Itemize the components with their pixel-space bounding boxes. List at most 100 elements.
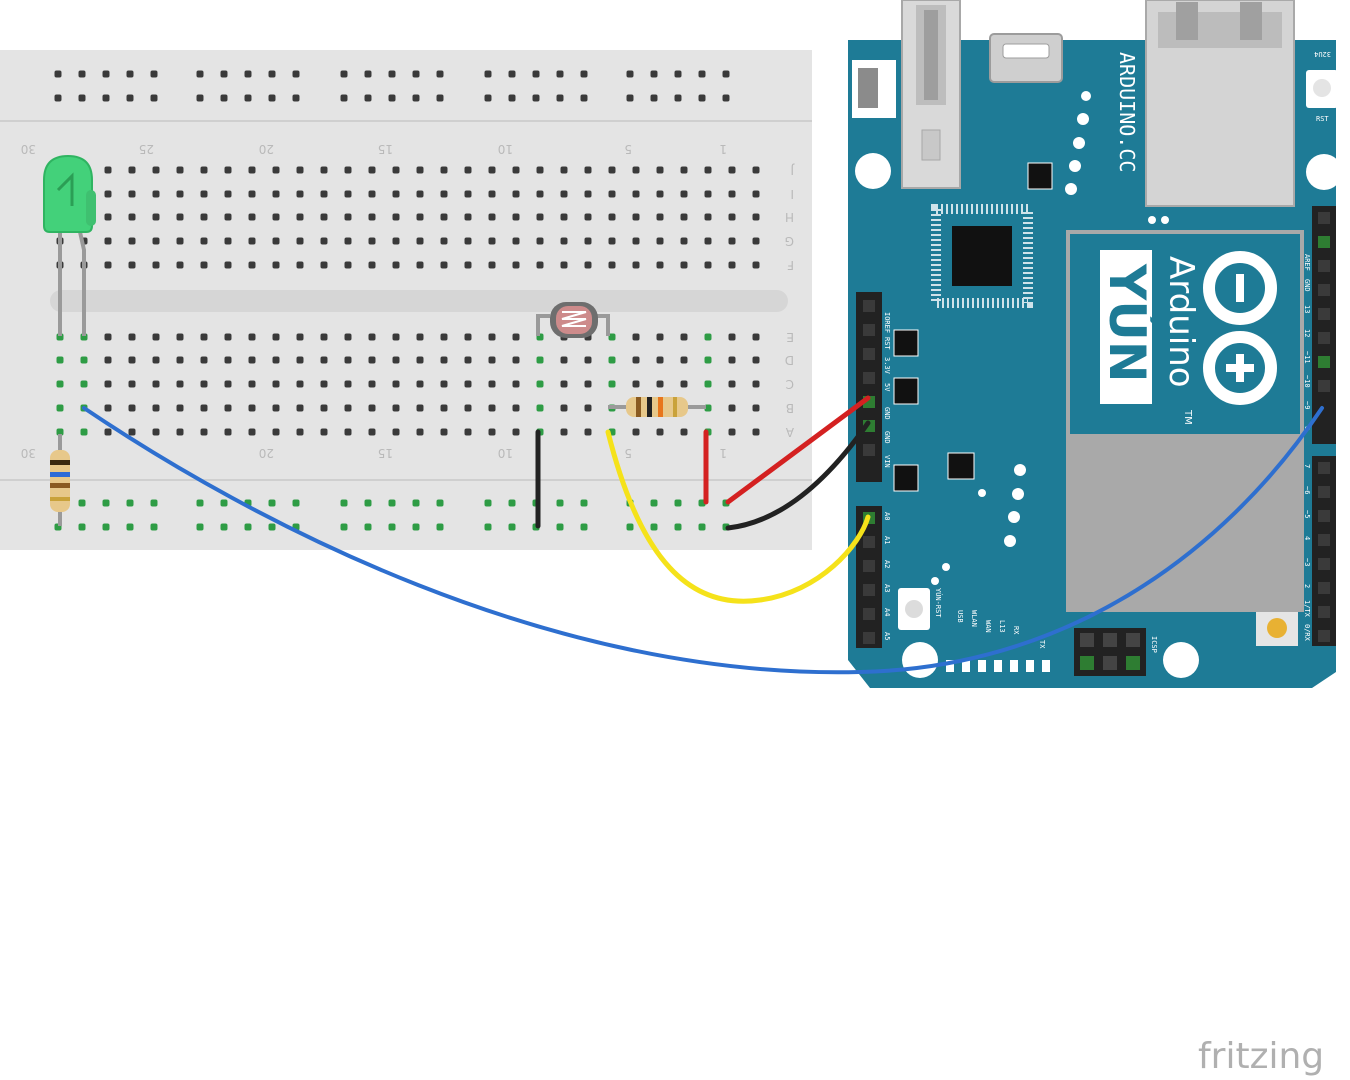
breadboard-hole — [388, 499, 396, 507]
breadboard-hole — [200, 213, 208, 221]
breadboard-hole — [416, 213, 424, 221]
breadboard-hole — [364, 94, 372, 102]
breadboard-hole — [176, 356, 184, 364]
breadboard-hole — [56, 404, 64, 412]
breadboard-hole — [632, 237, 640, 245]
breadboard-hole — [584, 261, 592, 269]
breadboard-hole — [56, 380, 64, 388]
breadboard-hole — [200, 404, 208, 412]
header-pin — [863, 372, 875, 384]
mounting-hole — [1163, 642, 1199, 678]
column-numbers-bottom: 30 20 15 10 5 1 — [21, 446, 727, 460]
breadboard-hole — [296, 166, 304, 174]
breadboard-hole — [752, 190, 760, 198]
pin-label: VIN — [883, 455, 891, 468]
row-letter: J — [790, 163, 795, 177]
breadboard-hole — [436, 94, 444, 102]
breadboard-hole — [292, 70, 300, 78]
breadboard-hole — [200, 237, 208, 245]
header-pin — [863, 584, 875, 596]
breadboard-hole — [512, 166, 520, 174]
breadboard-hole — [440, 190, 448, 198]
breadboard-hole — [560, 237, 568, 245]
photoresistor — [536, 302, 610, 338]
breadboard-hole — [556, 94, 564, 102]
column-number: 5 — [624, 446, 632, 460]
breadboard-hole — [104, 333, 112, 341]
breadboard-hole — [464, 166, 472, 174]
header-pin — [1318, 486, 1330, 498]
board-tm: TM — [1182, 409, 1193, 425]
breadboard-hole — [512, 237, 520, 245]
breadboard-hole — [296, 237, 304, 245]
breadboard-hole — [102, 499, 110, 507]
breadboard-hole — [416, 380, 424, 388]
breadboard-hole — [128, 428, 136, 436]
breadboard-hole — [248, 166, 256, 174]
breadboard-hole — [104, 166, 112, 174]
breadboard-hole — [200, 166, 208, 174]
breadboard-hole — [78, 523, 86, 531]
breadboard-hole — [680, 166, 688, 174]
arduino-url: ARDUINO.CC — [1115, 52, 1139, 172]
icsp-label: ICSP — [1150, 636, 1158, 653]
header-pin — [1318, 582, 1330, 594]
breadboard-hole — [464, 333, 472, 341]
breadboard-hole — [296, 380, 304, 388]
breadboard-hole — [704, 380, 712, 388]
breadboard-hole — [440, 428, 448, 436]
breadboard-hole — [752, 261, 760, 269]
breadboard-hole — [464, 404, 472, 412]
breadboard-hole — [752, 237, 760, 245]
breadboard-hole — [128, 380, 136, 388]
breadboard-hole — [722, 70, 730, 78]
breadboard-hole — [488, 261, 496, 269]
breadboard-hole — [272, 166, 280, 174]
breadboard-hole — [368, 166, 376, 174]
breadboard-hole — [560, 213, 568, 221]
breadboard-hole — [584, 166, 592, 174]
pin-label: ~6 — [1303, 486, 1311, 494]
breadboard-hole — [368, 237, 376, 245]
breadboard-hole — [608, 380, 616, 388]
breadboard-hole — [78, 94, 86, 102]
breadboard-hole — [560, 261, 568, 269]
pin-label: 12 — [1303, 329, 1311, 337]
breadboard-hole — [698, 70, 706, 78]
breadboard-hole — [722, 94, 730, 102]
breadboard-hole — [152, 213, 160, 221]
header-pin — [1318, 462, 1330, 474]
header-pin — [1318, 510, 1330, 522]
breadboard-hole — [392, 166, 400, 174]
breadboard-hole — [196, 94, 204, 102]
led-label-wan: WAN — [984, 620, 992, 633]
breadboard-hole — [464, 380, 472, 388]
header-pin — [1318, 558, 1330, 570]
pin-label: 7 — [1303, 464, 1311, 468]
breadboard-hole — [128, 190, 136, 198]
breadboard-hole — [440, 356, 448, 364]
breadboard-hole — [752, 404, 760, 412]
pin-label: A0 — [883, 512, 891, 520]
breadboard-hole — [392, 237, 400, 245]
breadboard-hole — [488, 237, 496, 245]
breadboard-hole — [752, 166, 760, 174]
breadboard-hole — [296, 333, 304, 341]
breadboard-hole — [296, 404, 304, 412]
breadboard-hole — [80, 428, 88, 436]
breadboard-hole — [104, 404, 112, 412]
breadboard-hole — [248, 380, 256, 388]
arduino-yun-board: WAN-RST RST 32U4 ARDUINO.CC — [848, 0, 1342, 688]
breadboard-hole — [650, 499, 658, 507]
breadboard-hole — [632, 333, 640, 341]
breadboard-hole — [412, 94, 420, 102]
rst-button: RST 32U4 — [1306, 50, 1338, 123]
breadboard-hole — [584, 428, 592, 436]
breadboard-hole — [488, 190, 496, 198]
breadboard-hole — [440, 166, 448, 174]
breadboard-hole — [656, 190, 664, 198]
breadboard-hole — [416, 166, 424, 174]
breadboard-hole — [344, 237, 352, 245]
breadboard-hole — [200, 333, 208, 341]
